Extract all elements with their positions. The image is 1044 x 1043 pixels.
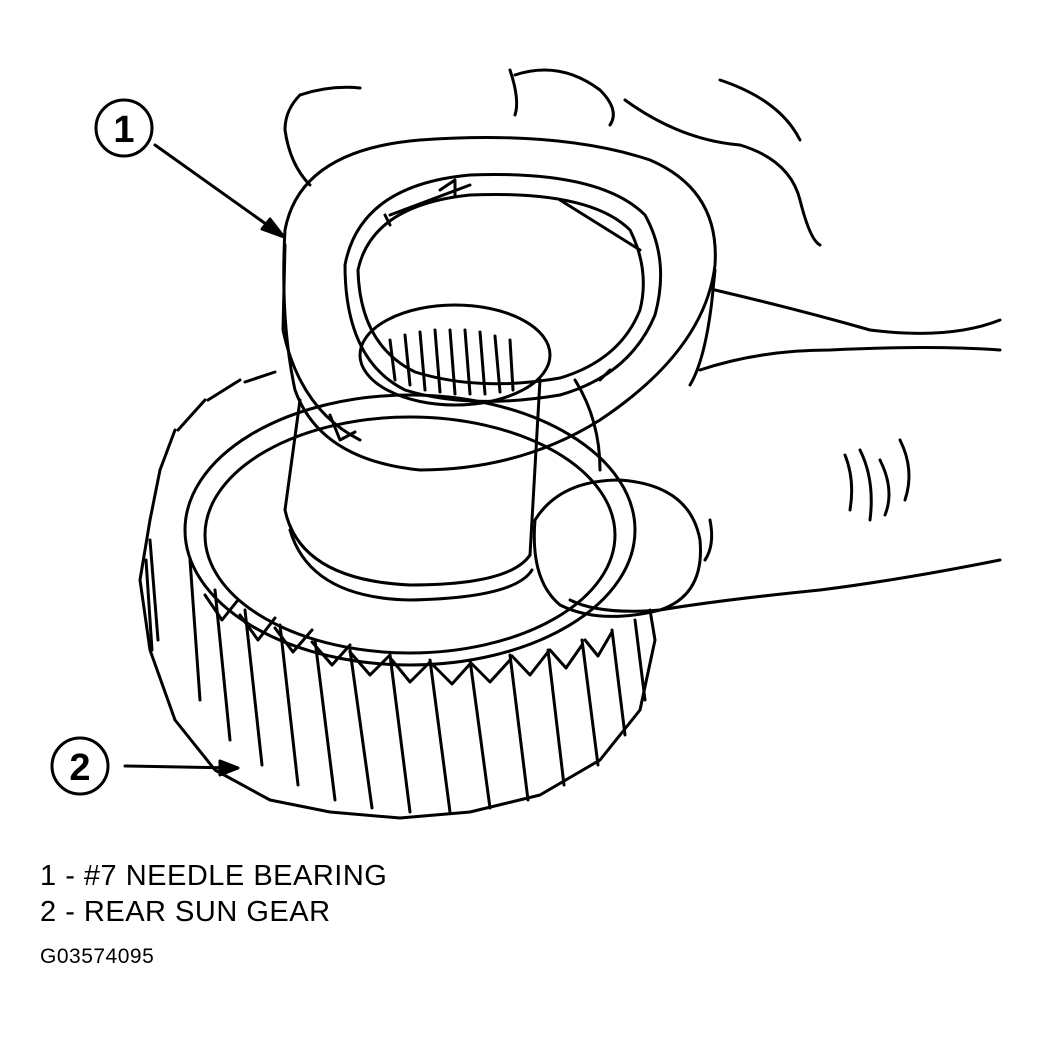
callout-1 [94, 98, 286, 239]
legend-item: 1 - #7 NEEDLE BEARING [40, 858, 387, 894]
legend-number: 2 [40, 896, 57, 928]
callout-2-number: 2 [69, 747, 90, 789]
needle-bearing-installation-illustration: 1 2 [50, 68, 1002, 820]
legend-number: 1 [40, 860, 57, 892]
needle-bearing [281, 136, 717, 472]
gear-face [183, 393, 637, 667]
legend-label: #7 NEEDLE BEARING [83, 860, 388, 892]
legend-item: 2 - REAR SUN GEAR [40, 894, 387, 930]
legend: 1 - #7 NEEDLE BEARING 2 - REAR SUN GEAR [40, 858, 387, 930]
gear-teeth [138, 370, 657, 820]
callout-1-circle [94, 98, 154, 158]
figure-id: G03574095 [40, 945, 155, 968]
legend-label: REAR SUN GEAR [83, 896, 331, 928]
gear-spline [358, 303, 552, 407]
callout-2-circle [50, 736, 110, 796]
legend-separator: - [56, 896, 84, 928]
legend-separator: - [56, 860, 84, 892]
callout-2 [50, 736, 240, 796]
callout-1-number: 1 [113, 109, 134, 151]
callout-1-leader [153, 143, 282, 236]
callout-2-leader [123, 764, 237, 770]
gear-hub [283, 378, 542, 602]
hand [283, 68, 1002, 618]
